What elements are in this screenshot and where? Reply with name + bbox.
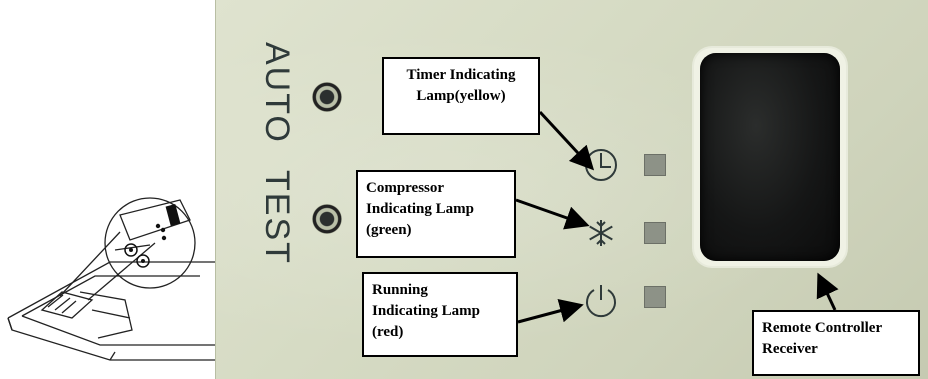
compressor-callout: Compressor Indicating Lamp (green)	[356, 170, 516, 258]
unit-location-sketch	[0, 0, 215, 379]
test-button[interactable]	[312, 204, 342, 234]
receiver-callout-line2: Receiver	[762, 339, 910, 360]
timer-callout-line2: Lamp(yellow)	[392, 86, 530, 107]
compressor-callout-line2: Indicating Lamp	[366, 199, 506, 220]
power-icon	[584, 282, 618, 318]
timer-clock-icon	[583, 147, 619, 183]
timer-callout-line1: Timer Indicating	[392, 65, 530, 86]
remote-receiver-window	[700, 53, 840, 261]
running-callout-line2: Indicating Lamp	[372, 301, 508, 322]
running-callout-line3: (red)	[372, 322, 508, 343]
compressor-callout-line3: (green)	[366, 220, 506, 241]
test-label: TEST	[257, 170, 296, 265]
running-callout: Running Indicating Lamp (red)	[362, 272, 518, 357]
running-callout-line1: Running	[372, 280, 508, 301]
receiver-callout: Remote Controller Receiver	[752, 310, 920, 376]
timer-callout: Timer Indicating Lamp(yellow)	[382, 57, 540, 135]
compressor-lamp	[644, 222, 666, 244]
receiver-callout-line1: Remote Controller	[762, 318, 910, 339]
auto-label: AUTO	[257, 42, 296, 144]
running-lamp	[644, 286, 666, 308]
compressor-callout-line1: Compressor	[366, 178, 506, 199]
timer-lamp	[644, 154, 666, 176]
auto-button[interactable]	[312, 82, 342, 112]
snowflake-icon	[586, 218, 616, 248]
